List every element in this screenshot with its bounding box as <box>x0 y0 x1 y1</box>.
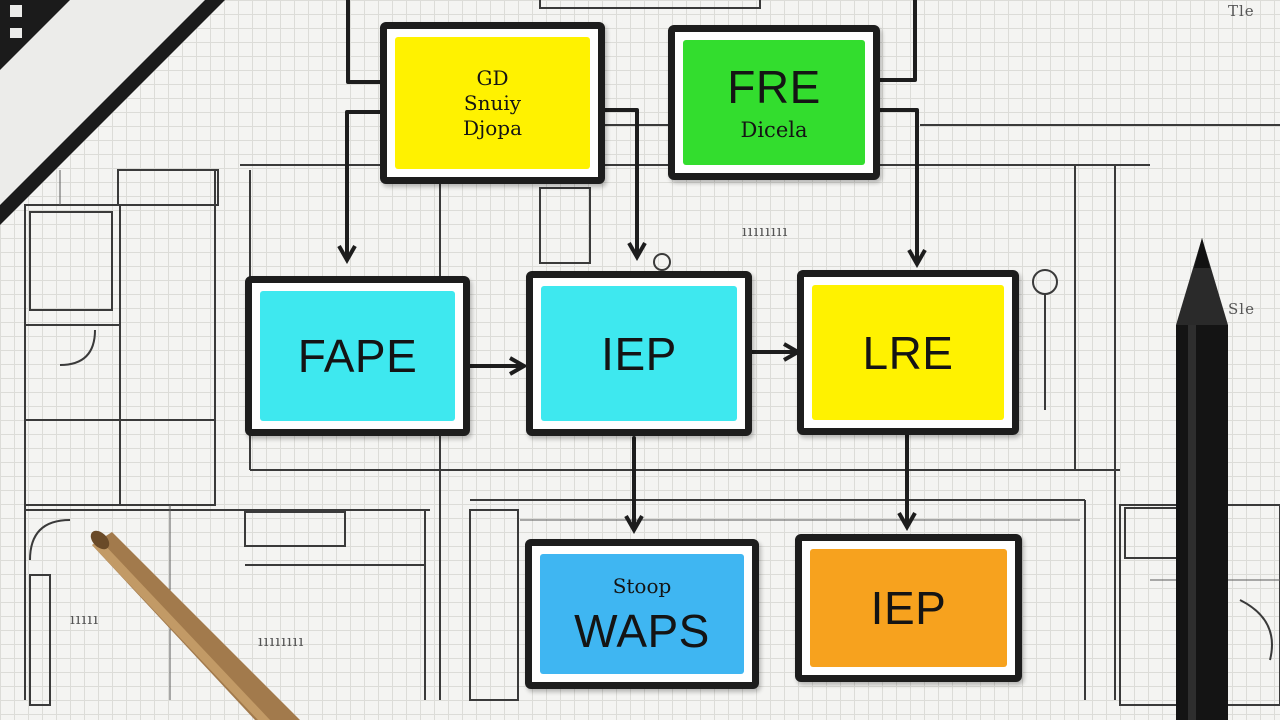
box-gd-line-2: Snuiy <box>463 90 522 115</box>
box-fre-subtitle: Dicela <box>740 118 808 142</box>
box-iep-bottom-title: IEP <box>870 582 947 634</box>
box-gd-line-1: GD <box>476 65 509 90</box>
box-waps-fill: Stoop WAPS <box>540 554 744 674</box>
box-iep-center-title: IEP <box>601 327 677 380</box>
annotation-bottom-left-2: ıııııııı <box>258 632 305 650</box>
box-iep-center: IEP <box>526 271 752 436</box>
connector-top-right <box>873 0 917 82</box>
box-waps-top-label: Stoop <box>612 574 672 598</box>
annotation-top-right: Tle <box>1228 2 1255 20</box>
annotation-center: ıııııııı <box>742 222 789 240</box>
box-fape-fill: FAPE <box>260 291 455 421</box>
arrow-fre-to-lre <box>875 108 927 269</box>
box-lre-title: LRE <box>862 326 954 379</box>
box-lre-fill: LRE <box>812 285 1004 420</box>
annotation-bottom-left-1: ııııı <box>70 610 99 628</box>
box-gd: GD Snuiy Djopa <box>380 22 605 184</box>
box-gd-line-3: Djopa <box>462 115 522 140</box>
box-fre-fill: FRE Dicela <box>683 40 865 165</box>
arrow-gd-to-iep <box>598 108 647 262</box>
box-fape: FAPE <box>245 276 470 436</box>
box-fape-title: FAPE <box>297 330 418 382</box>
box-lre: LRE <box>797 270 1019 435</box>
box-iep-bottom-fill: IEP <box>810 549 1007 667</box>
box-gd-fill: GD Snuiy Djopa <box>395 37 590 169</box>
box-waps-title: WAPS <box>574 605 710 657</box>
box-iep-center-fill: IEP <box>541 286 737 421</box>
arrow-gd-to-fape <box>337 110 387 265</box>
wooden-pen <box>90 530 300 720</box>
connector-top-left <box>346 0 387 84</box>
box-fre-title: FRE <box>727 61 821 113</box>
annotation-right-mid: Sle <box>1228 300 1255 318</box>
box-iep-bottom: IEP <box>795 534 1022 682</box>
box-fre: FRE Dicela <box>668 25 880 180</box>
tablet-device <box>0 0 225 225</box>
box-waps: Stoop WAPS <box>525 539 759 689</box>
black-pencil <box>1176 238 1228 720</box>
